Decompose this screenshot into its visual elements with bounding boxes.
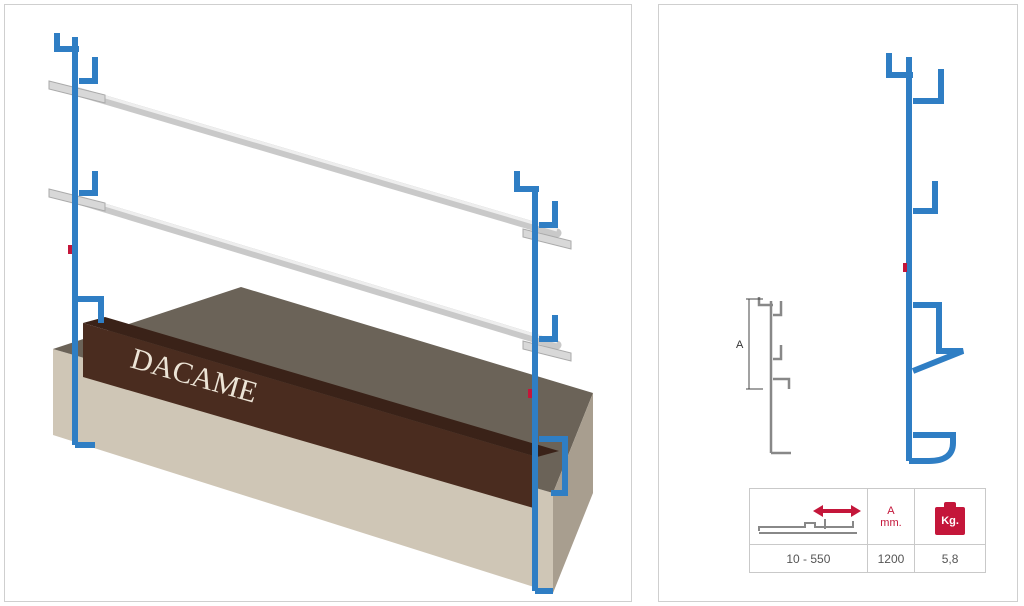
left-post [54, 33, 104, 448]
upper-rail-tube [70, 86, 562, 238]
dimension-bracket [746, 298, 763, 390]
unit-mm-label: mm. [880, 516, 902, 529]
slab-front-face [53, 349, 553, 593]
formwork-beam [83, 323, 537, 509]
spec-table-values-row: 10 - 550 1200 5,8 [749, 544, 986, 573]
slab-side-face [553, 393, 593, 593]
technical-spec-panel: A A mm. Kg. [658, 4, 1018, 602]
spec-table-header-row: A mm. Kg. [749, 488, 986, 545]
height-value: 1200 [866, 544, 916, 573]
height-header: A mm. [866, 488, 916, 545]
weight-header: Kg. [914, 488, 986, 545]
dimension-label-a: A [736, 339, 744, 351]
clamp-range-header [749, 488, 868, 545]
spec-table: A mm. Kg. 10 - 550 1200 5,8 [749, 488, 986, 573]
right-post [514, 171, 568, 594]
range-value: 10 - 550 [749, 544, 868, 573]
guardrail-illustration: DACAME [48, 33, 593, 594]
product-illustration-panel: DACAME [4, 4, 632, 602]
technical-drawing: A [736, 53, 965, 464]
post-profile-large [886, 53, 965, 464]
weight-value: 5,8 [914, 544, 986, 573]
dimension-a-label: A [887, 504, 895, 517]
lower-rail-tube [70, 194, 562, 350]
post-profile-small [757, 297, 791, 455]
clamp-range-icon [758, 504, 862, 534]
weight-icon: Kg. [935, 501, 966, 535]
